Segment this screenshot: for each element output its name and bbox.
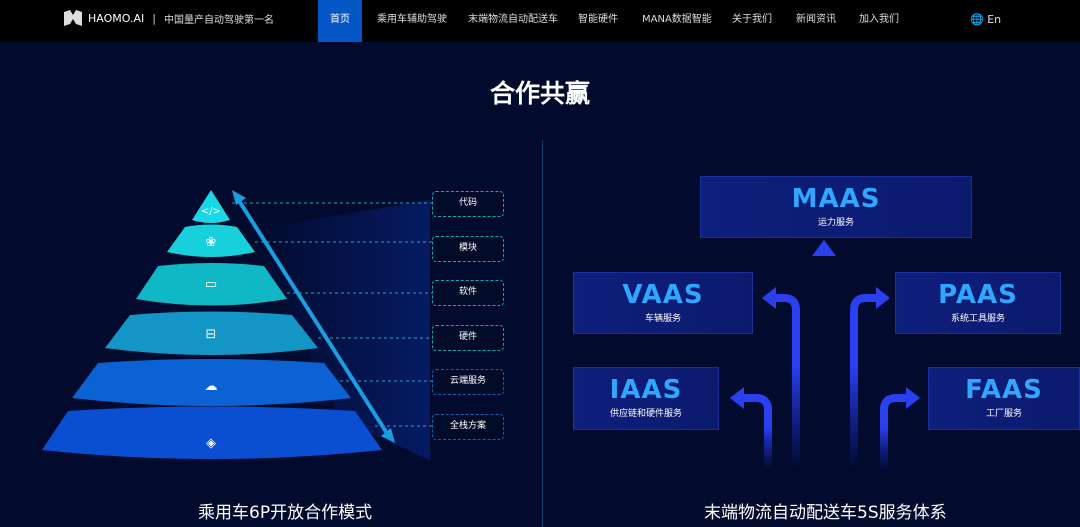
- haomo-logo-icon: [64, 10, 82, 26]
- service-faas: FAAS 工厂服务: [928, 367, 1080, 430]
- label-hardware: 硬件: [432, 325, 504, 351]
- service-name: MAAS: [791, 184, 881, 214]
- nav-passenger-car[interactable]: 乘用车辅助驾驶: [377, 14, 447, 25]
- service-name: PAAS: [938, 280, 1018, 310]
- label-full-stack: 全栈方案: [432, 414, 504, 440]
- language-label: En: [987, 13, 1002, 26]
- nav-home[interactable]: 首页: [318, 0, 362, 42]
- service-desc: 供应链和硬件服务: [609, 409, 682, 419]
- service-vaas: VAAS 车辆服务: [573, 272, 753, 334]
- nav-mana[interactable]: MANA数据智能: [642, 14, 712, 25]
- service-desc: 系统工具服务: [950, 314, 1005, 324]
- svg-text:☁: ☁: [205, 379, 218, 394]
- brand-name: HAOMO.AI: [88, 11, 145, 25]
- nav-join[interactable]: 加入我们: [859, 14, 899, 25]
- nav-news[interactable]: 新闻资讯: [796, 14, 836, 25]
- tier-software: [136, 263, 287, 306]
- globe-icon: 🌐: [970, 13, 984, 26]
- nav-logistics[interactable]: 末端物流自动配送车: [468, 14, 558, 25]
- label-code: 代码: [432, 191, 504, 217]
- nav-about[interactable]: 关于我们: [732, 14, 772, 25]
- svg-text:▭: ▭: [205, 277, 217, 292]
- svg-text:◈: ◈: [206, 436, 216, 451]
- label-module: 模块: [432, 236, 504, 262]
- left-caption: 乘用车6P开放合作模式: [198, 503, 373, 523]
- language-switch[interactable]: 🌐 En: [958, 0, 1013, 42]
- service-desc: 运力服务: [817, 218, 854, 228]
- tier-stack: [42, 406, 382, 459]
- divider: [542, 140, 543, 527]
- right-caption: 末端物流自动配送车5S服务体系: [704, 503, 947, 523]
- light-beam: [250, 200, 430, 460]
- top-nav: HAOMO.AI| 中国量产自动驾驶第一名 首页 乘用车辅助驾驶 末端物流自动配…: [0, 0, 1080, 42]
- service-name: VAAS: [622, 280, 704, 310]
- label-software: 软件: [432, 280, 504, 306]
- pyramid: </> ❀ ▭ ⊟ ☁ ◈: [42, 190, 382, 459]
- svg-text:❀: ❀: [206, 235, 217, 250]
- slogan: 中国量产自动驾驶第一名: [163, 14, 274, 26]
- service-arrows: [740, 250, 910, 480]
- service-maas: MAAS 运力服务: [700, 176, 972, 238]
- service-desc: 工厂服务: [985, 409, 1022, 419]
- service-desc: 车辆服务: [644, 314, 681, 324]
- tier-hardware: [105, 311, 318, 355]
- svg-text:</>: </>: [201, 206, 221, 217]
- double-arrow: [232, 190, 395, 443]
- connector-lines: [232, 202, 432, 427]
- nav-hardware[interactable]: 智能硬件: [578, 14, 618, 25]
- service-name: FAAS: [965, 375, 1043, 405]
- label-cloud-service: 云端服务: [432, 369, 504, 395]
- svg-text:⊟: ⊟: [206, 327, 217, 342]
- tier-code: [192, 190, 230, 223]
- tier-cloud: [72, 359, 351, 406]
- service-paas: PAAS 系统工具服务: [895, 272, 1061, 334]
- service-iaas: IAAS 供应链和硬件服务: [573, 367, 719, 430]
- section-title: 合作共赢: [489, 79, 590, 108]
- tier-module: [167, 224, 255, 257]
- logo[interactable]: HAOMO.AI| 中国量产自动驾驶第一名: [64, 10, 274, 26]
- service-name: IAAS: [609, 375, 683, 405]
